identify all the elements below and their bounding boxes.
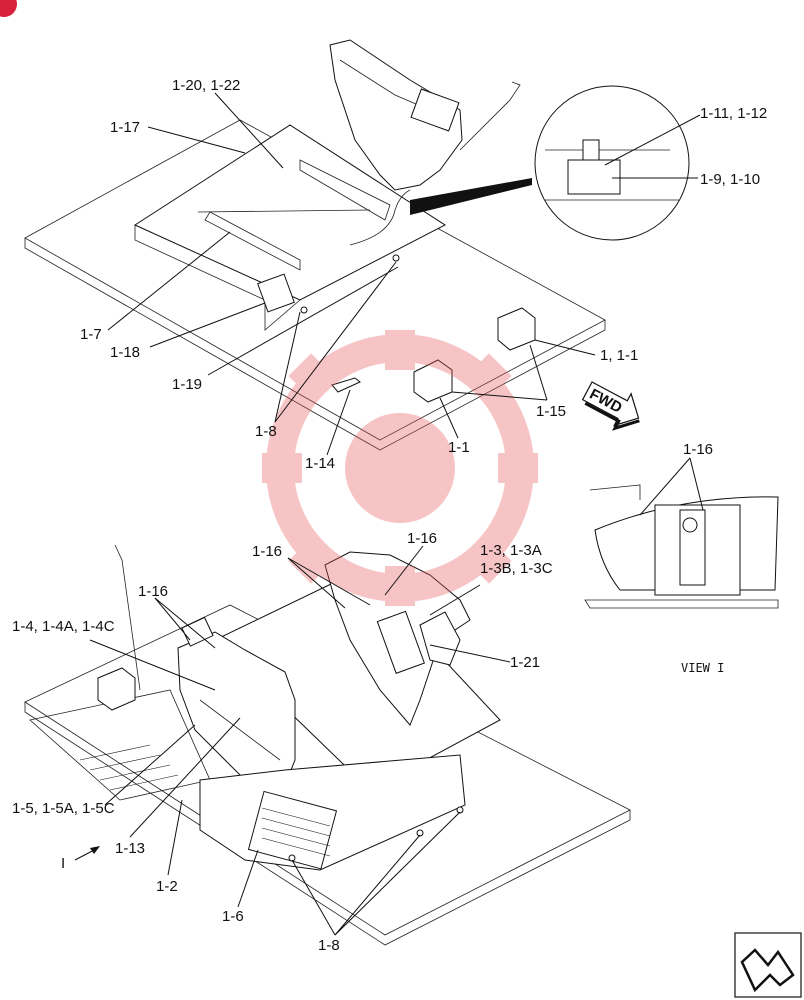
view-marker: I — [61, 846, 100, 872]
callout-1-7: 1-7 — [80, 326, 102, 343]
callout-1-1-1: 1, 1-1 — [600, 347, 638, 364]
callout-1-2: 1-2 — [156, 878, 178, 895]
callout-1-16-a: 1-16 — [252, 543, 282, 560]
callout-1-9-1-10: 1-9, 1-10 — [700, 171, 760, 188]
detail-view-circle — [410, 85, 690, 241]
view-i-inset — [584, 484, 779, 609]
callout-1-16-b: 1-16 — [407, 530, 437, 547]
lower-assembly — [24, 544, 631, 946]
next-page-button[interactable] — [734, 932, 802, 998]
callout-1-11-1-12: 1-11, 1-12 — [700, 105, 767, 122]
callout-1-15: 1-15 — [536, 403, 566, 420]
callout-1-17: 1-17 — [110, 119, 140, 136]
corner-badge — [0, 0, 17, 17]
fwd-arrow-icon: FWD — [581, 381, 640, 431]
callout-1-1: 1-1 — [448, 439, 470, 456]
callout-1-18: 1-18 — [110, 344, 140, 361]
callout-1-13: 1-13 — [115, 840, 145, 857]
callout-1-6: 1-6 — [222, 908, 244, 925]
view-i-label: VIEW I — [681, 661, 724, 675]
view-marker-label: I — [61, 855, 65, 872]
callout-1-16-c: 1-16 — [138, 583, 168, 600]
callout-1-16-view: 1-16 — [683, 441, 713, 458]
upper-assembly — [24, 39, 606, 451]
callout-labels: 1-20, 1-22 1-17 1-11, 1-12 1-9, 1-10 1-7… — [12, 77, 767, 954]
next-page-arrow-icon — [740, 948, 795, 993]
callout-1-3-1-3a: 1-3, 1-3A — [480, 542, 542, 559]
callout-1-14: 1-14 — [305, 455, 335, 472]
callout-1-21: 1-21 — [510, 654, 540, 671]
callout-1-19: 1-19 — [172, 376, 202, 393]
callout-1-8-top: 1-8 — [255, 423, 277, 440]
callout-1-3b-1-3c: 1-3B, 1-3C — [480, 560, 553, 577]
leader-lines — [89, 92, 704, 936]
callout-1-8-bottom: 1-8 — [318, 937, 340, 954]
callout-1-20-1-22: 1-20, 1-22 — [172, 77, 240, 94]
callout-1-5: 1-5, 1-5A, 1-5C — [12, 800, 115, 817]
callout-1-4: 1-4, 1-4A, 1-4C — [12, 618, 115, 635]
